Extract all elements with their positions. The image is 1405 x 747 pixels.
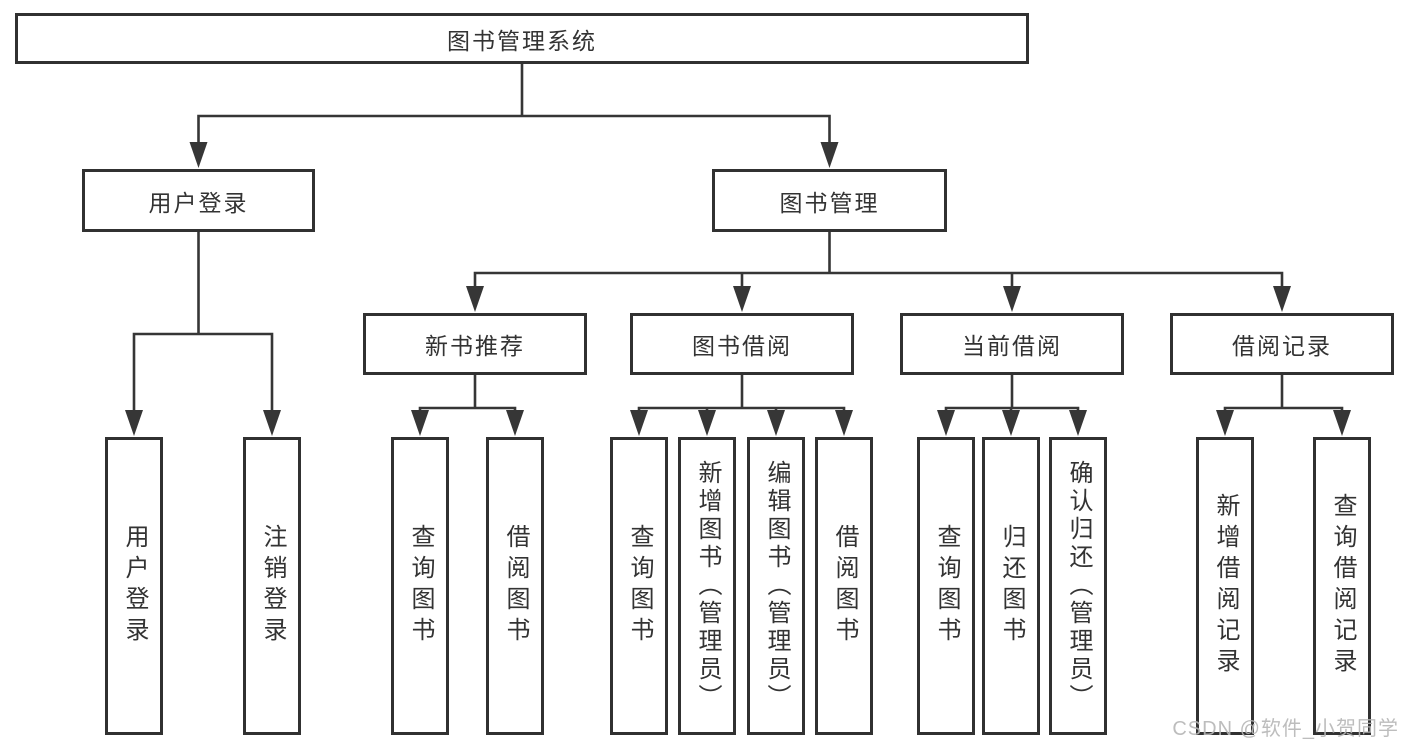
node-new-book-recommendation-label: 新书推荐 <box>425 333 525 359</box>
leaf-add-borrow-record: 新增借阅记录 <box>1196 437 1254 735</box>
leaf-query-books-borrowing-label: 查询图书 <box>626 524 653 648</box>
leaf-edit-book-admin: 编辑图书（管理员） <box>747 437 805 735</box>
leaf-query-books-recommend-label: 查询图书 <box>407 524 434 648</box>
node-user-login: 用户登录 <box>82 169 315 232</box>
leaf-query-books-current: 查询图书 <box>917 437 975 735</box>
leaf-query-books-current-label: 查询图书 <box>933 524 960 648</box>
leaf-user-login: 用户登录 <box>105 437 163 735</box>
node-book-borrowing-label: 图书借阅 <box>692 333 792 359</box>
node-user-login-label: 用户登录 <box>148 189 249 216</box>
node-current-borrowing-label: 当前借阅 <box>962 333 1062 359</box>
leaf-add-book-admin: 新增图书（管理员） <box>678 437 736 735</box>
node-borrowing-records: 借阅记录 <box>1170 313 1394 375</box>
leaf-query-borrow-record-label: 查询借阅记录 <box>1329 493 1356 679</box>
leaf-query-borrow-record: 查询借阅记录 <box>1313 437 1371 735</box>
node-borrowing-records-label: 借阅记录 <box>1232 333 1332 359</box>
node-root: 图书管理系统 <box>15 13 1029 64</box>
leaf-query-books-borrowing: 查询图书 <box>610 437 668 735</box>
leaf-borrow-books-recommend: 借阅图书 <box>486 437 544 735</box>
leaf-confirm-return-admin: 确认归还（管理员） <box>1049 437 1107 735</box>
leaf-add-borrow-record-label: 新增借阅记录 <box>1212 493 1239 679</box>
arrowheads <box>125 142 1351 436</box>
leaf-return-books-label: 归还图书 <box>998 524 1025 648</box>
leaf-confirm-return-admin-label: 确认归还（管理员） <box>1065 460 1092 712</box>
node-book-management: 图书管理 <box>712 169 947 232</box>
leaf-logout-label: 注销登录 <box>259 524 286 648</box>
csdn-watermark: CSDN @软件_小贺同学 <box>1172 718 1399 740</box>
node-book-management-label: 图书管理 <box>779 189 880 216</box>
leaf-return-books: 归还图书 <box>982 437 1040 735</box>
node-book-borrowing: 图书借阅 <box>630 313 854 375</box>
leaf-add-book-admin-label: 新增图书（管理员） <box>694 460 721 712</box>
leaf-logout: 注销登录 <box>243 437 301 735</box>
node-root-label: 图书管理系统 <box>447 27 597 54</box>
leaf-query-books-recommend: 查询图书 <box>391 437 449 735</box>
leaf-borrow-books-recommend-label: 借阅图书 <box>502 524 529 648</box>
leaf-borrow-books-borrowing: 借阅图书 <box>815 437 873 735</box>
leaf-borrow-books-borrowing-label: 借阅图书 <box>831 524 858 648</box>
leaf-user-login-label: 用户登录 <box>121 524 148 648</box>
node-new-book-recommendation: 新书推荐 <box>363 313 587 375</box>
node-current-borrowing: 当前借阅 <box>900 313 1124 375</box>
leaf-edit-book-admin-label: 编辑图书（管理员） <box>763 460 790 712</box>
